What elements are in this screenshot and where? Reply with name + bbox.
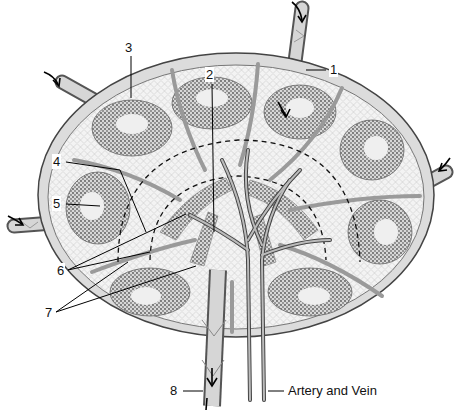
callout-number: 8: [169, 383, 178, 398]
callout-number: 4: [52, 154, 61, 169]
callout-number: 5: [52, 196, 61, 211]
lymphoid-follicles: [66, 77, 412, 316]
flow-arrows: [8, 2, 450, 410]
callout-number: 3: [124, 40, 133, 55]
callout-number: 2: [205, 67, 214, 82]
efferent-vessel: [202, 270, 226, 406]
structure-label: Artery and Vein: [287, 383, 378, 398]
callout-number: 6: [56, 263, 65, 278]
callout-number: 1: [329, 62, 338, 77]
callout-number: 7: [44, 305, 53, 320]
leader-lines: [56, 56, 326, 391]
medullary-cords: [160, 178, 318, 266]
